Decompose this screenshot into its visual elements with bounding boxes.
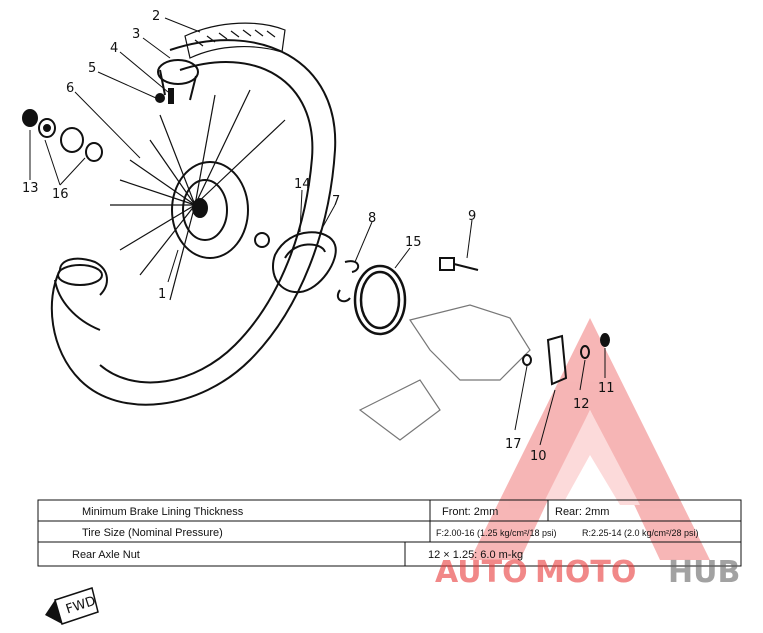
spec-brake-label: Minimum Brake Lining Thickness [82, 506, 244, 518]
callout-8: 8 [368, 211, 376, 226]
spec-tire-rear: R:2.25-14 (2.0 kg/cm²/28 psi) [582, 528, 699, 538]
callout-6: 6 [66, 81, 74, 96]
brake-arm [522, 333, 610, 386]
callout-5: 5 [88, 61, 96, 76]
callout-4: 4 [110, 41, 118, 56]
callout-15: 15 [405, 235, 422, 250]
spec-tire-label: Tire Size (Nominal Pressure) [82, 527, 223, 539]
tire-tread [184, 22, 286, 59]
callout-17: 17 [505, 437, 522, 452]
watermark-moto: MOTO [535, 555, 636, 590]
watermark-text: AUTO MOTO HUB [435, 555, 740, 590]
callout-labels: 1 2 3 4 5 6 7 8 9 10 11 12 13 14 15 16 1… [22, 9, 615, 464]
callout-12: 12 [573, 397, 590, 412]
callout-11: 11 [598, 381, 615, 396]
wheel-hub [171, 161, 249, 259]
callout-7: 7 [332, 194, 340, 209]
spec-brake-front: Front: 2mm [442, 506, 498, 518]
spec-axle-label: Rear Axle Nut [72, 549, 140, 561]
bearing-parts [22, 109, 103, 162]
fwd-arrow: FWD [45, 587, 99, 625]
spokes [110, 89, 286, 301]
spec-table-text: Minimum Brake Lining Thickness Front: 2m… [72, 506, 699, 561]
callout-10: 10 [530, 449, 547, 464]
brake-spring [336, 260, 360, 303]
spec-tire-front: F:2.00-16 (1.25 kg/cm²/18 psi) [436, 528, 557, 538]
callout-2: 2 [152, 9, 160, 24]
watermark-hub: HUB [668, 555, 740, 590]
watermark-auto: AUTO [435, 555, 528, 590]
valve-parts [155, 88, 174, 104]
callout-14: 14 [294, 177, 311, 192]
swing-arm-housing [358, 304, 531, 441]
axle-bolt [439, 257, 479, 271]
inner-tube [157, 59, 199, 101]
brake-shoe [254, 231, 337, 294]
callout-3: 3 [132, 27, 140, 42]
callout-1: 1 [158, 287, 166, 302]
callout-9: 9 [468, 209, 476, 224]
leader-lines [29, 17, 606, 446]
spec-brake-rear: Rear: 2mm [555, 506, 609, 518]
spec-table [37, 499, 742, 567]
spec-axle-value: 12 × 1.25: 6.0 m-kg [428, 549, 523, 561]
oil-seal-ring [353, 264, 407, 336]
rear-tire [50, 39, 337, 406]
callout-16: 16 [52, 187, 69, 202]
callout-13: 13 [22, 181, 39, 196]
